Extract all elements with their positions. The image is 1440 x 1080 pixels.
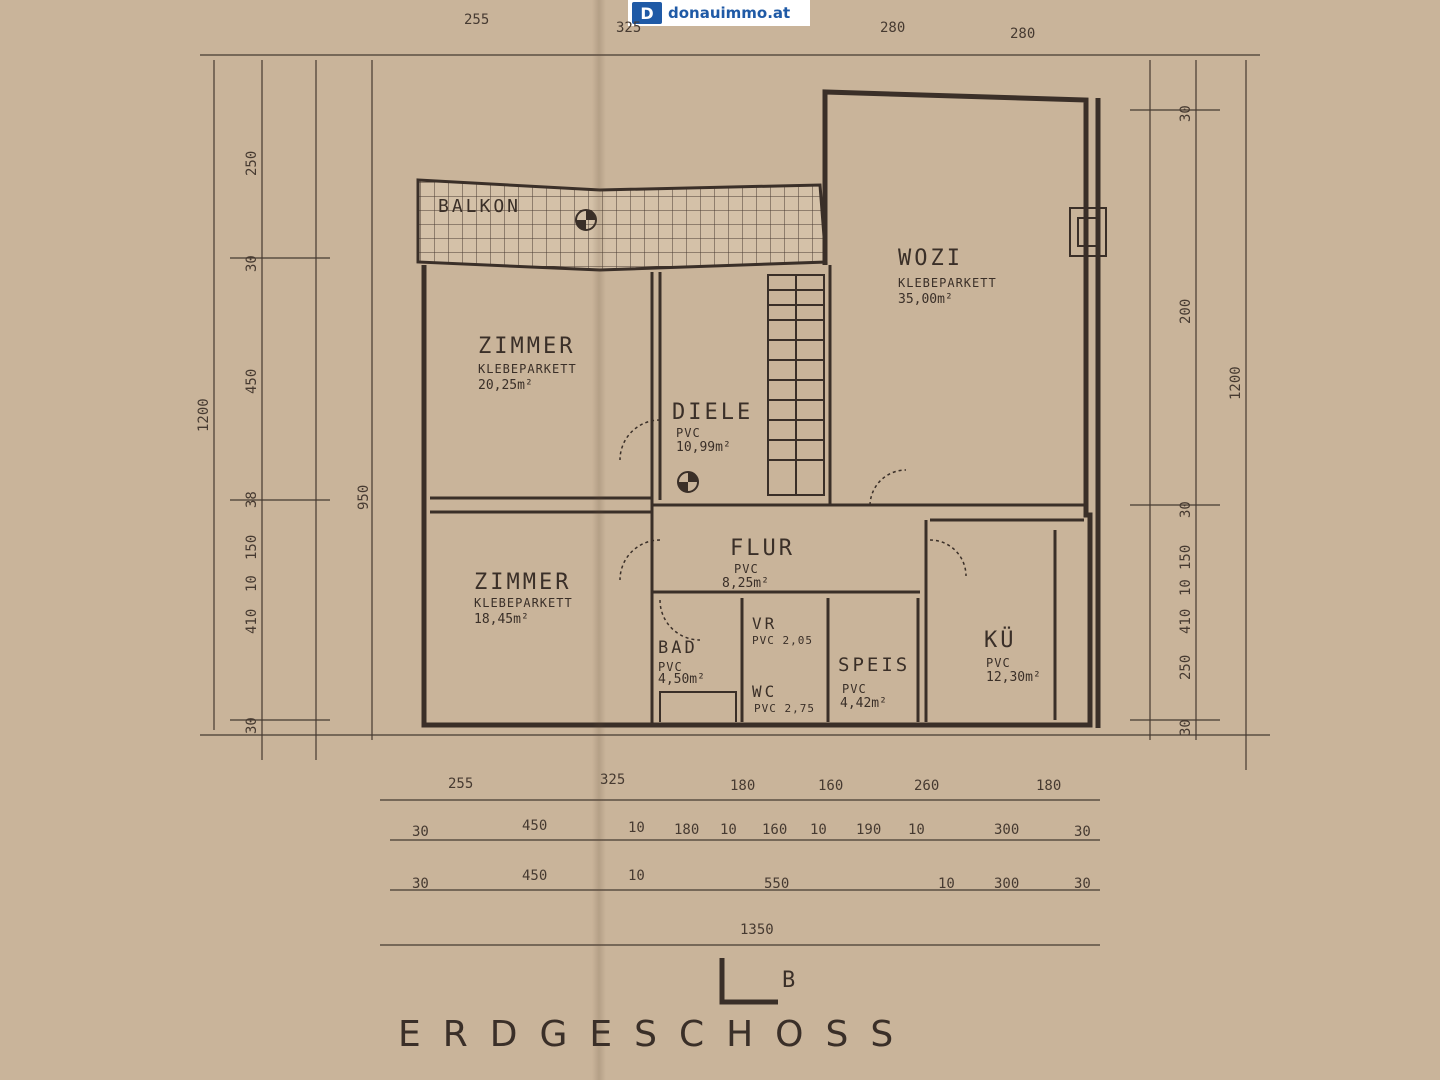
outer-walls [421,89,1101,728]
dim-top-3: 280 [880,20,906,36]
brand-name: donauimmo.at [668,4,791,22]
room-zimmer1-floor: KLEBEPARKETT [478,362,577,376]
dim-right-total: 1200 [1228,366,1244,400]
room-wc-floor: PVC 2,75 [754,702,815,715]
room-zimmer1-area: 20,25m² [478,378,533,393]
room-flur-area: 8,25m² [722,576,769,591]
room-diele-floor: PVC [676,426,701,440]
dim-bottom2-2: 450 [522,818,548,834]
room-wozi-name: WOZI [898,246,963,271]
room-wozi-area: 35,00m² [898,292,953,307]
dim-bottom1-5: 260 [914,778,940,794]
room-diele-area: 10,99m² [676,440,731,455]
brand-watermark[interactable]: D donauimmo.at [628,0,810,26]
dim-left-col-8: 30 [244,717,260,734]
bathtub [659,691,737,722]
dimension-lines [200,54,1270,946]
dim-right-col-5: 10 [1178,579,1194,596]
room-zimmer2-area: 18,45m² [474,612,529,627]
dim-right-col-7: 250 [1178,654,1194,680]
dim-right-col-3: 30 [1178,501,1194,518]
room-wozi-floor: KLEBEPARKETT [898,276,997,290]
dim-bottom3-7: 30 [1074,876,1091,892]
staircase [767,274,825,496]
dim-bottom1-2: 325 [600,772,626,788]
dim-left-col-1: 250 [244,150,260,176]
dim-bottom2-1: 30 [412,824,429,840]
dim-left-inner: 950 [356,484,372,510]
room-zimmer1-name: ZIMMER [478,334,576,359]
room-kueche-name: KÜ [984,628,1017,653]
dim-bottom3-1: 30 [412,876,429,892]
dim-bottom2-11: 30 [1074,824,1091,840]
room-flur-floor: PVC [734,562,759,576]
balcony-tiles [416,178,828,272]
dim-right-col-8: 30 [1178,719,1194,736]
dim-left-col-2: 30 [244,255,260,272]
room-flur-name: FLUR [730,536,795,561]
dim-bottom1-6: 180 [1036,778,1062,794]
room-zimmer2-name: ZIMMER [474,570,572,595]
floor-title: ERDGESCHOSS [398,1014,916,1055]
room-bad-area: 4,50m² [658,672,705,687]
dim-bottom1-4: 160 [818,778,844,794]
dim-bottom3-2: 450 [522,868,548,884]
section-mark [719,958,778,1005]
room-bad-floor: PVC [658,660,683,674]
paper-fold [592,0,606,1080]
room-balkon-name: BALKON [438,196,522,217]
dim-bottom2-8: 190 [856,822,882,838]
dim-right-col-6: 410 [1178,608,1194,634]
dim-bottom1-3: 180 [730,778,756,794]
brand-logo-icon: D [632,2,662,24]
room-wc-name: WC [752,682,778,701]
dim-bottom3-4: 550 [764,876,790,892]
dim-bottom3-6: 300 [994,876,1020,892]
level-markers [575,209,699,493]
chimney [1069,207,1107,257]
dim-bottom2-4: 180 [674,822,700,838]
section-mark-label: B [782,968,796,993]
dim-left-outer: 1200 [196,398,212,432]
dim-bottom3-5: 10 [938,876,955,892]
room-vr-floor: PVC 2,05 [752,634,813,647]
dim-bottom2-7: 10 [810,822,827,838]
room-kueche-area: 12,30m² [986,670,1041,685]
room-speis-floor: PVC [842,682,867,696]
dim-top-1: 255 [464,12,490,28]
room-vr-name: VR [752,614,778,633]
dim-top-4: 280 [1010,26,1036,42]
dim-bottom2-5: 10 [720,822,737,838]
room-speis-name: SPEIS [838,654,911,676]
dim-bottom2-6: 160 [762,822,788,838]
room-kueche-floor: PVC [986,656,1011,670]
dim-total-width: 1350 [740,922,774,938]
dim-bottom2-3: 10 [628,820,645,836]
dim-left-col-3: 450 [244,368,260,394]
dim-bottom3-3: 10 [628,868,645,884]
dim-left-col-5: 150 [244,534,260,560]
room-diele-name: DIELE [672,400,754,425]
inner-walls [430,265,1084,725]
dim-bottom2-9: 10 [908,822,925,838]
dim-bottom1-1: 255 [448,776,474,792]
dim-right-col-1: 30 [1178,105,1194,122]
room-bad-name: BAD [658,638,698,658]
room-speis-area: 4,42m² [840,696,887,711]
dim-top-2: 325 [616,20,642,36]
dim-left-col-7: 410 [244,608,260,634]
dim-right-col-2: 200 [1178,298,1194,324]
dim-left-col-4: 38 [244,491,260,508]
dim-left-col-6: 10 [244,575,260,592]
dim-bottom2-10: 300 [994,822,1020,838]
room-zimmer2-floor: KLEBEPARKETT [474,596,573,610]
door-swings [619,419,967,641]
dim-right-col-4: 150 [1178,544,1194,570]
